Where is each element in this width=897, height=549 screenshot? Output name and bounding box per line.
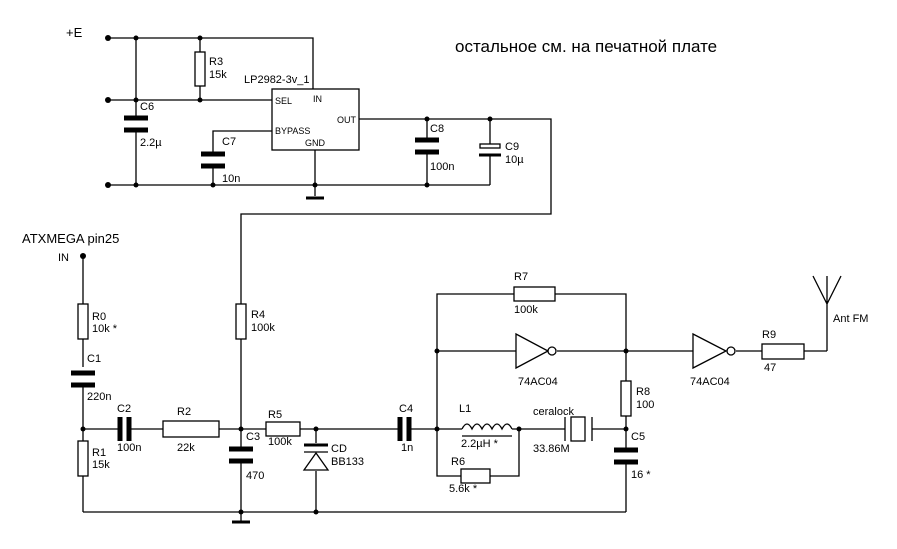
svg-text:IN: IN (313, 94, 322, 104)
svg-text:CD: CD (331, 443, 347, 455)
capacitor-c4: C4 1n (397, 403, 413, 454)
svg-text:BYPASS: BYPASS (275, 126, 310, 136)
regulator-lp2982: LP2982-3v_1 SEL IN OUT BYPASS GND (244, 74, 360, 151)
svg-text:R0: R0 (92, 311, 106, 323)
svg-text:BB133: BB133 (331, 456, 364, 468)
junction (133, 182, 139, 188)
resistor-r5: R5 100k (265, 409, 301, 448)
svg-text:R7: R7 (514, 271, 528, 283)
svg-text:C1: C1 (87, 353, 101, 365)
svg-text:100n: 100n (430, 161, 454, 173)
capacitor-c9: C9 10µ (479, 119, 524, 185)
resonator-ceralock: ceralock 33.86M (533, 406, 626, 455)
svg-text:15k: 15k (92, 459, 110, 471)
svg-text:C4: C4 (399, 403, 413, 415)
resistor-r8: R8 100 (620, 380, 654, 429)
svg-text:C6: C6 (140, 101, 154, 113)
svg-text:C5: C5 (631, 431, 645, 443)
svg-text:LP2982-3v_1: LP2982-3v_1 (244, 74, 309, 86)
svg-text:100n: 100n (117, 442, 141, 454)
junction (313, 509, 319, 515)
svg-text:220n: 220n (87, 391, 111, 403)
capacitor-c8: C8 100n (415, 119, 454, 185)
svg-text:15k: 15k (209, 69, 227, 81)
svg-text:100k: 100k (251, 322, 275, 334)
svg-text:C7: C7 (222, 136, 236, 148)
svg-text:C9: C9 (505, 141, 519, 153)
svg-text:R6: R6 (451, 456, 465, 468)
power-section: +E R3 15k C6 2.2µ (66, 25, 552, 304)
svg-text:R4: R4 (251, 309, 265, 321)
svg-text:22k: 22k (177, 442, 195, 454)
svg-text:33.86M: 33.86M (533, 443, 570, 455)
capacitor-c6: C6 2.2µ (124, 38, 162, 185)
input-pin-label: IN (58, 252, 69, 264)
svg-text:100k: 100k (268, 436, 292, 448)
junction (434, 426, 440, 432)
resistor-r1: R1 15k (77, 440, 110, 477)
r6-wire (436, 429, 520, 477)
svg-text:L1: L1 (459, 403, 471, 415)
svg-text:OUT: OUT (337, 115, 357, 125)
svg-text:2.2µ: 2.2µ (140, 137, 162, 149)
svg-text:470: 470 (246, 470, 264, 482)
capacitor-c2: C2 100n (117, 403, 141, 454)
junction (516, 426, 522, 432)
svg-text:R1: R1 (92, 447, 106, 459)
svg-text:5.6k *: 5.6k * (449, 483, 478, 495)
svg-text:10k *: 10k * (92, 323, 118, 335)
input-title: ATXMEGA pin25 (22, 231, 119, 246)
resistor-r9: R9 47 (761, 329, 827, 374)
svg-text:100: 100 (636, 399, 654, 411)
svg-text:R2: R2 (177, 406, 191, 418)
svg-text:R5: R5 (268, 409, 282, 421)
svg-text:74AC04: 74AC04 (518, 376, 558, 388)
inverter-u2: 74AC04 (626, 332, 762, 388)
svg-text:47: 47 (764, 362, 776, 374)
inductor-l1: L1 2.2µH * (459, 403, 561, 450)
resistor-r3: R3 15k (194, 38, 227, 100)
svg-text:10n: 10n (222, 173, 240, 185)
varicap-diode-cd: CD BB133 (302, 429, 364, 512)
header-note: остальное см. на печатной плате (455, 37, 717, 56)
svg-text:GND: GND (305, 138, 326, 148)
supply-rail (108, 37, 314, 100)
capacitor-c3: C3 470 (229, 429, 264, 512)
sel-terminal (105, 97, 111, 103)
svg-text:C8: C8 (430, 123, 444, 135)
svg-text:ceralock: ceralock (533, 406, 574, 418)
ground-terminal (105, 182, 111, 188)
svg-text:74AC04: 74AC04 (690, 376, 730, 388)
antenna-label: Ant FM (833, 313, 868, 325)
svg-text:R9: R9 (762, 329, 776, 341)
supply-terminal (105, 35, 111, 41)
capacitor-c5: C5 16 * (614, 429, 651, 512)
svg-text:1n: 1n (401, 442, 413, 454)
resistor-r7: R7 100k (513, 271, 556, 316)
svg-text:R8: R8 (636, 386, 650, 398)
resistor-r4: R4 100k (235, 303, 275, 429)
resistor-r0: R0 10k * (77, 303, 118, 340)
supply-label: +E (66, 25, 83, 40)
svg-text:C3: C3 (246, 431, 260, 443)
resistor-r2: R2 22k (162, 406, 220, 454)
svg-text:2.2µH *: 2.2µH * (461, 438, 499, 450)
out-rail (240, 118, 552, 304)
svg-text:100k: 100k (514, 304, 538, 316)
modulator-section: ATXMEGA pin25 IN R0 10k * C1 220n R1 15k (22, 231, 868, 524)
svg-text:16 *: 16 * (631, 469, 651, 481)
antenna-icon: Ant FM (812, 275, 868, 351)
svg-text:10µ: 10µ (505, 154, 524, 166)
resistor-r6: R6 5.6k * (449, 456, 491, 495)
capacitor-c7: C7 10n (201, 130, 272, 185)
svg-text:SEL: SEL (275, 96, 292, 106)
svg-text:R3: R3 (209, 56, 223, 68)
capacitor-c1: C1 220n (71, 353, 111, 403)
svg-text:C2: C2 (117, 403, 131, 415)
inverter-u1: 74AC04 (437, 332, 626, 388)
